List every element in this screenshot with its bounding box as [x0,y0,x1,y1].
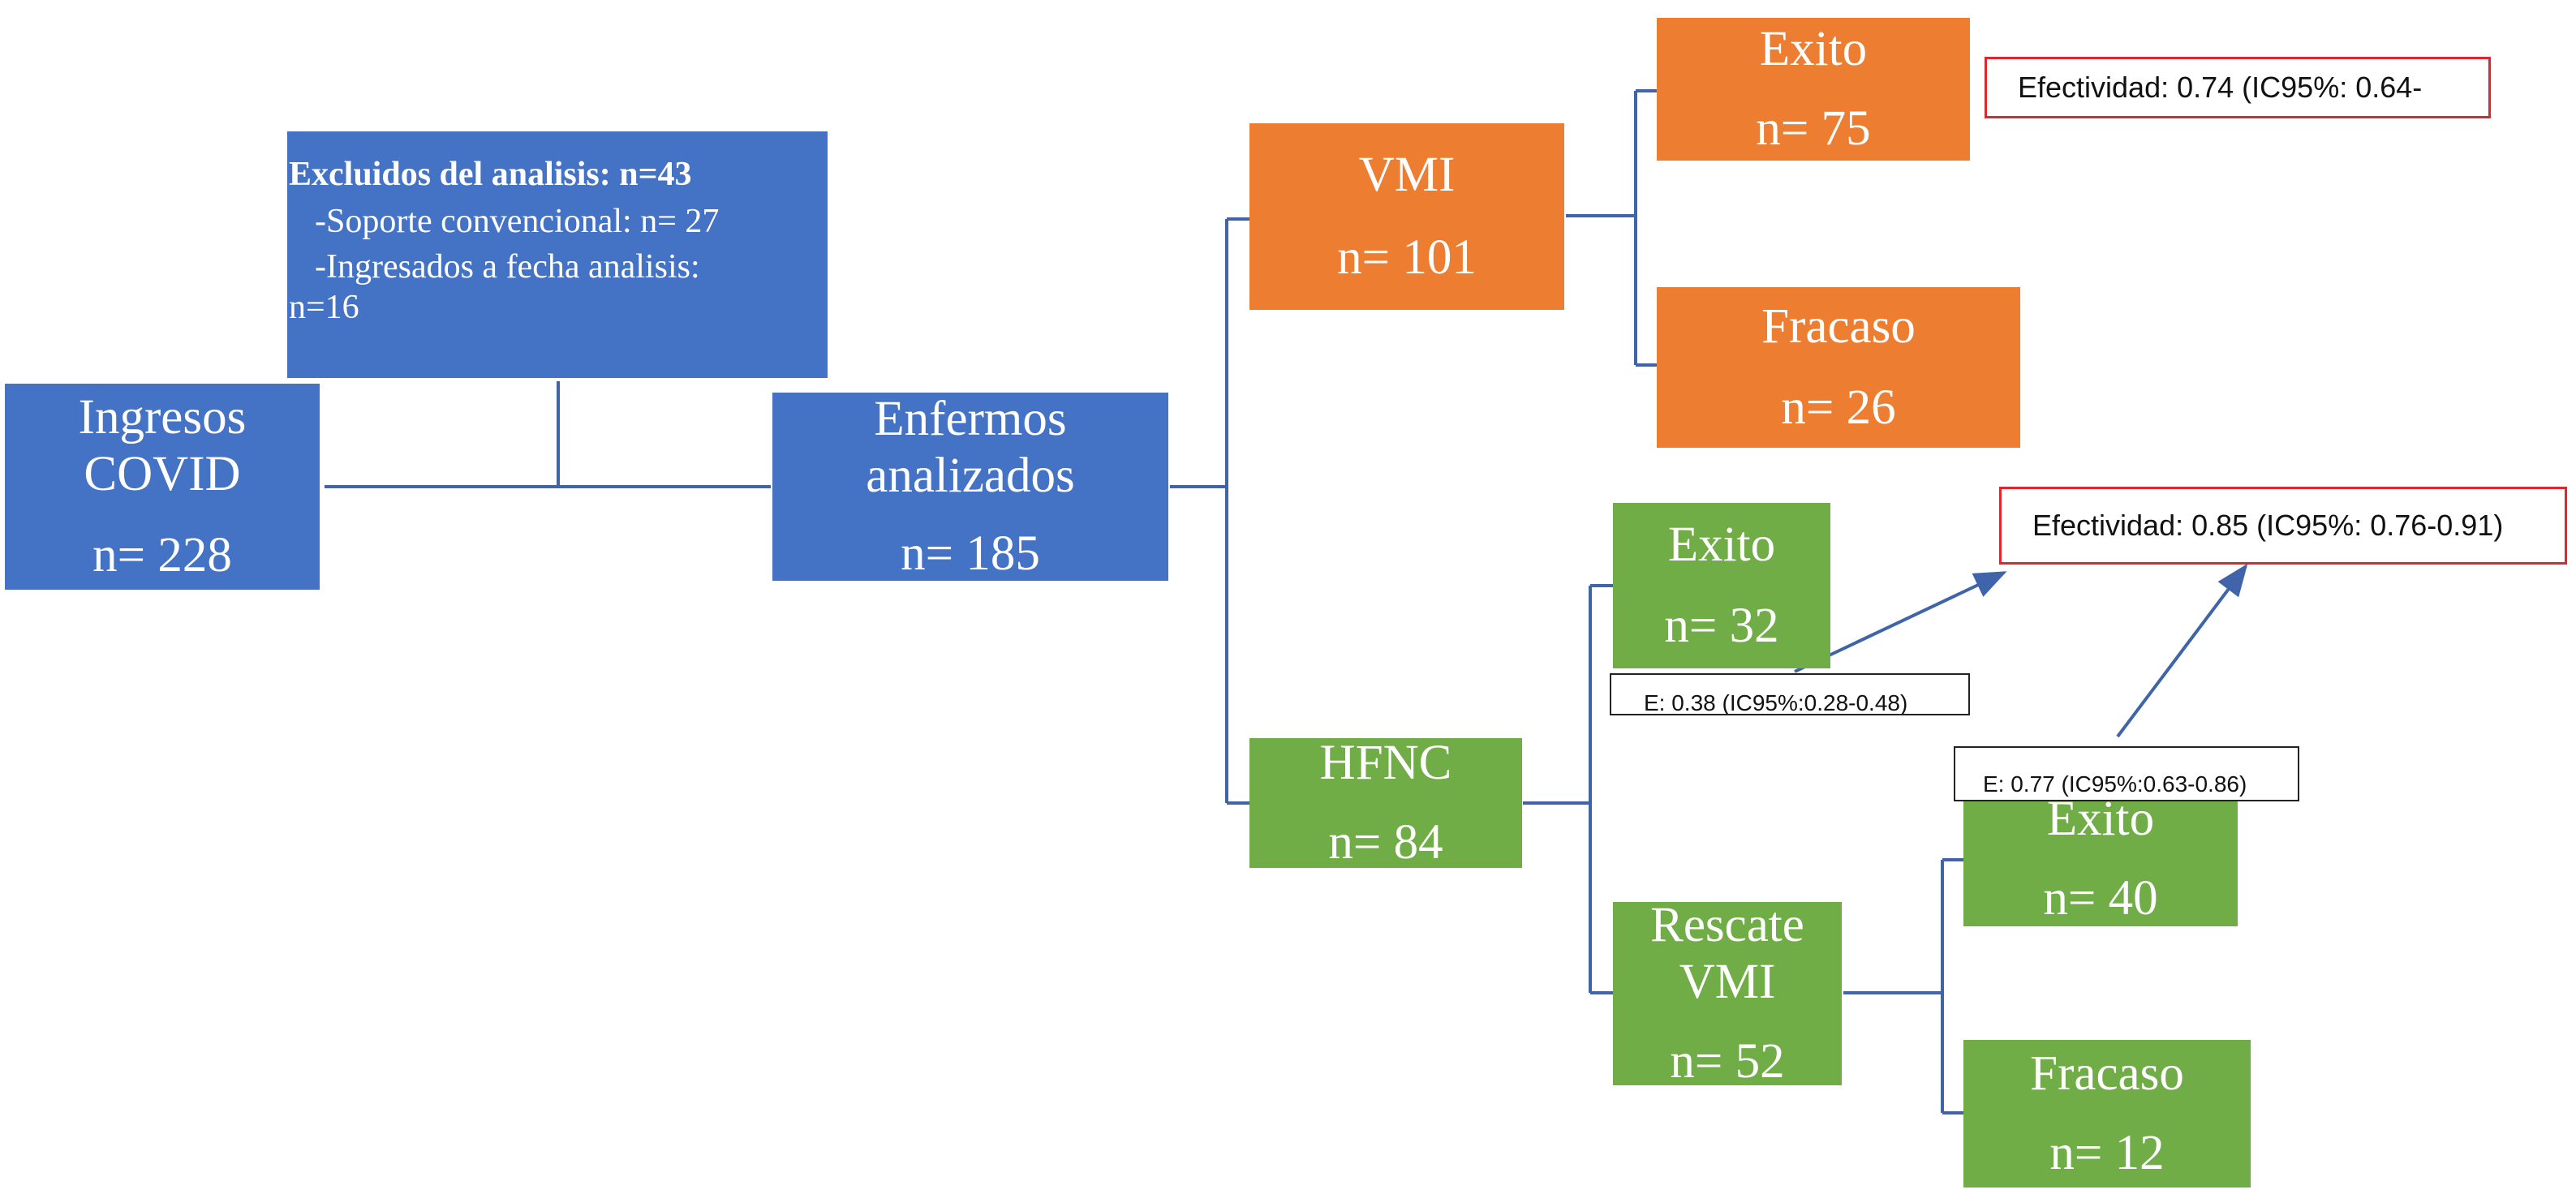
effect-label-hfnc-exito: E: 0.38 (IC95%:0.28-0.48) [1610,673,1970,715]
node-rescate-label-1: Rescate [1650,898,1804,952]
node-hfnc-exito: Exito n= 32 [1613,503,1830,668]
excluded-item-admitted-count: n=16 [289,289,359,326]
node-rescate-fracaso: Fracaso n= 12 [1963,1040,2251,1188]
node-vmi-fracaso: Fracaso n= 26 [1657,287,2020,448]
effectiveness-hfnc-text: Efectividad: 0.85 (IC95%: 0.76-0.91) [2032,509,2504,542]
excluded-item-admitted: -Ingresados a fecha analisis: [315,248,700,286]
node-vmi-exito: Exito n= 75 [1657,18,1970,161]
node-rescate-fracaso-label: Fracaso [2030,1046,2184,1101]
node-rescate-count: n= 52 [1670,1034,1785,1089]
excluded-item-conventional: -Soporte convencional: n= 27 [315,203,720,240]
node-hfnc-count: n= 84 [1328,815,1443,870]
effect-hfnc-exito-text: E: 0.38 (IC95%:0.28-0.48) [1644,690,1908,715]
connector-hfnc-branch [1523,584,1613,994]
node-hfnc-label: HFNC [1319,736,1452,790]
connector-vmi-branch [1566,89,1657,367]
effectiveness-label-vmi: Efectividad: 0.74 (IC95%: 0.64- [1985,57,2491,118]
effect-label-rescate: E: 0.77 (IC95%:0.63-0.86) [1954,746,2299,801]
arrow-rescate-effect [2116,563,2248,738]
node-analizados-label-2: analizados [866,449,1075,503]
node-ingresos-label-2: COVID [84,447,241,501]
node-hfnc-exito-label: Exito [1667,518,1776,572]
node-vmi-exito-count: n= 75 [1756,101,1871,156]
excluded-box: Excluidos del analisis: n=43 -Soporte co… [287,131,828,378]
node-enfermos-analizados: Enfermos analizados n= 185 [772,392,1168,581]
node-hfnc-exito-count: n= 32 [1664,599,1779,653]
connector-analizados-branch [1170,217,1249,805]
effectiveness-vmi-text: Efectividad: 0.74 (IC95%: 0.64- [2018,71,2423,104]
node-vmi-fracaso-label: Fracaso [1761,299,1916,354]
node-vmi-label: VMI [1358,148,1456,202]
connector-rescate-branch [1843,858,1963,1115]
node-rescate-exito-count: n= 40 [2043,871,2158,926]
node-vmi-fracaso-count: n= 26 [1781,380,1896,435]
node-vmi: VMI n= 101 [1249,123,1564,310]
excluded-title: Excluidos del analisis: n=43 [289,156,692,193]
node-analizados-count: n= 185 [901,526,1040,581]
node-analizados-label-1: Enfermos [874,392,1067,446]
node-ingresos-covid: Ingresos COVID n= 228 [5,384,320,590]
node-vmi-exito-label: Exito [1759,22,1868,76]
node-rescate-exito: Exito n= 40 [1963,792,2238,926]
node-rescate-label-2: VMI [1679,955,1776,1009]
node-ingresos-label-1: Ingresos [78,390,247,445]
node-vmi-count: n= 101 [1337,230,1477,285]
effectiveness-label-hfnc: Efectividad: 0.85 (IC95%: 0.76-0.91) [1999,487,2567,565]
node-hfnc: HFNC n= 84 [1249,736,1522,870]
node-ingresos-count: n= 228 [92,528,232,582]
effect-rescate-text: E: 0.77 (IC95%:0.63-0.86) [1983,771,2247,797]
node-rescate-vmi: Rescate VMI n= 52 [1613,898,1842,1089]
node-rescate-fracaso-count: n= 12 [2049,1126,2165,1180]
